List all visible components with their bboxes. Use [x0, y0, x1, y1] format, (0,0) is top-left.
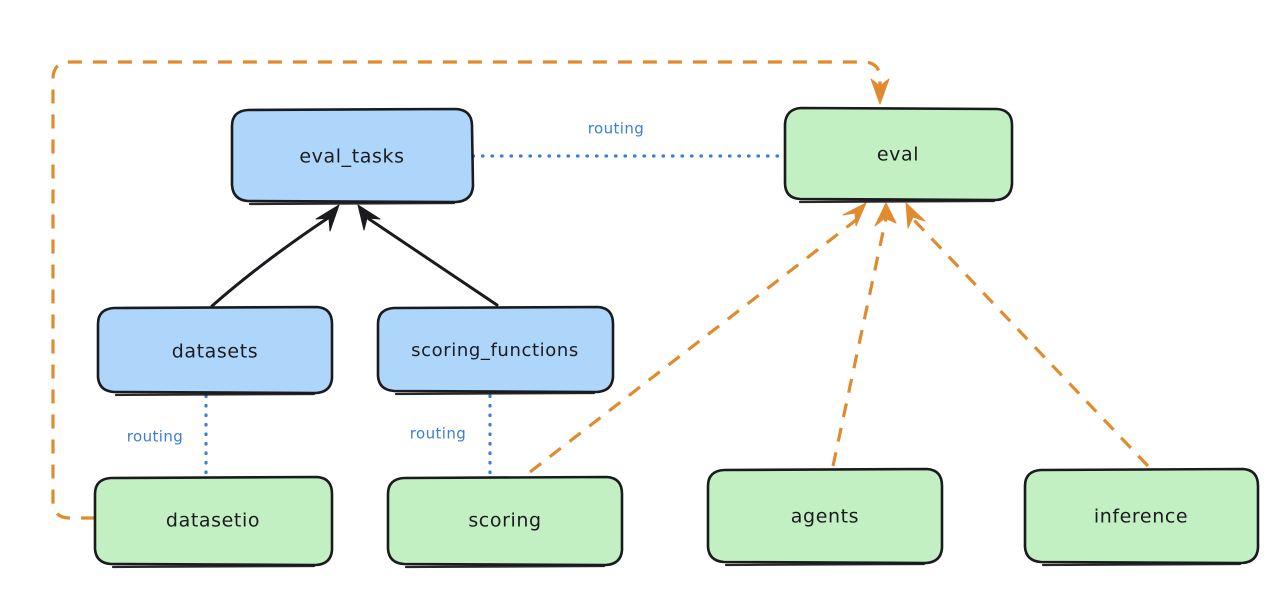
- edge-datasetio-to-eval: [51, 60, 890, 520]
- arrowhead-inference-eval: [905, 202, 926, 229]
- edge-datasets-to-datasetio: routing: [127, 394, 208, 478]
- node-scoring-body: [386, 475, 624, 567]
- edge-inference-to-eval: [905, 202, 1150, 468]
- node-agents-sketch-underline: [724, 562, 926, 567]
- edge-eval-tasks-to-eval: routing: [471, 120, 785, 158]
- node-datasets-sketch-underline: [114, 392, 316, 397]
- node-scoring-sketch-underline: [404, 564, 606, 569]
- node-datasets[interactable]: datasets: [96, 305, 334, 397]
- edge-agents-to-eval: [831, 202, 897, 467]
- node-inference-label: inference: [1094, 506, 1188, 528]
- arrowhead-agents-eval: [874, 202, 897, 227]
- hierarchy-path-datasets: [210, 216, 330, 308]
- node-eval-tasks-label: eval_tasks: [299, 146, 404, 168]
- node-agents[interactable]: agents: [706, 467, 944, 567]
- node-datasets-body: [96, 305, 334, 395]
- edge-datasets-to-eval-tasks: [210, 204, 340, 308]
- dependency-path-datasetio: [51, 60, 882, 520]
- node-scoring-functions[interactable]: scoring_functions: [376, 305, 615, 396]
- node-datasetio-body: [93, 475, 334, 567]
- node-inference-sketch-underline: [1041, 562, 1242, 567]
- arrowhead-scoring-functions-eval-tasks: [357, 204, 381, 231]
- node-eval[interactable]: eval: [783, 106, 1014, 204]
- routing-label-scoring-functions: routing: [410, 425, 466, 443]
- node-datasetio-sketch-underline: [111, 564, 316, 569]
- node-eval-body: [783, 106, 1014, 202]
- node-datasetio[interactable]: datasetio: [93, 475, 334, 569]
- dependency-path-agents: [831, 217, 888, 467]
- node-scoring-functions-body: [376, 305, 615, 394]
- node-scoring-functions-sketch-underline: [394, 391, 596, 396]
- node-eval-tasks-sketch-underline: [248, 201, 456, 206]
- node-inference-body: [1023, 467, 1260, 565]
- node-agents-body: [706, 467, 944, 565]
- node-datasets-label: datasets: [172, 341, 259, 363]
- arrowhead-datasetio-eval: [870, 78, 890, 105]
- node-eval-label: eval: [877, 144, 919, 166]
- edge-scoring-functions-to-eval-tasks: [357, 204, 499, 307]
- dependency-path-inference: [910, 216, 1150, 468]
- arrowhead-scoring-eval: [842, 202, 867, 227]
- edge-scoring-functions-to-scoring: routing: [410, 394, 492, 478]
- node-eval-sketch-underline: [798, 199, 996, 204]
- node-eval-tasks-body: [230, 107, 475, 204]
- routing-label-eval-tasks: routing: [588, 120, 644, 138]
- hierarchy-path-scoring-functions: [367, 217, 499, 307]
- node-agents-label: agents: [791, 506, 859, 528]
- node-inference[interactable]: inference: [1023, 467, 1260, 567]
- dependency-path-scoring: [529, 215, 861, 474]
- node-scoring[interactable]: scoring: [386, 475, 624, 569]
- node-datasetio-label: datasetio: [166, 510, 260, 532]
- routing-label-datasets: routing: [127, 428, 183, 446]
- arrowhead-datasets-eval-tasks: [315, 204, 340, 232]
- node-scoring-label: scoring: [468, 510, 541, 532]
- node-eval-tasks[interactable]: eval_tasks: [230, 107, 475, 206]
- node-scoring-functions-label: scoring_functions: [411, 340, 579, 361]
- edge-scoring-to-eval: [529, 202, 867, 474]
